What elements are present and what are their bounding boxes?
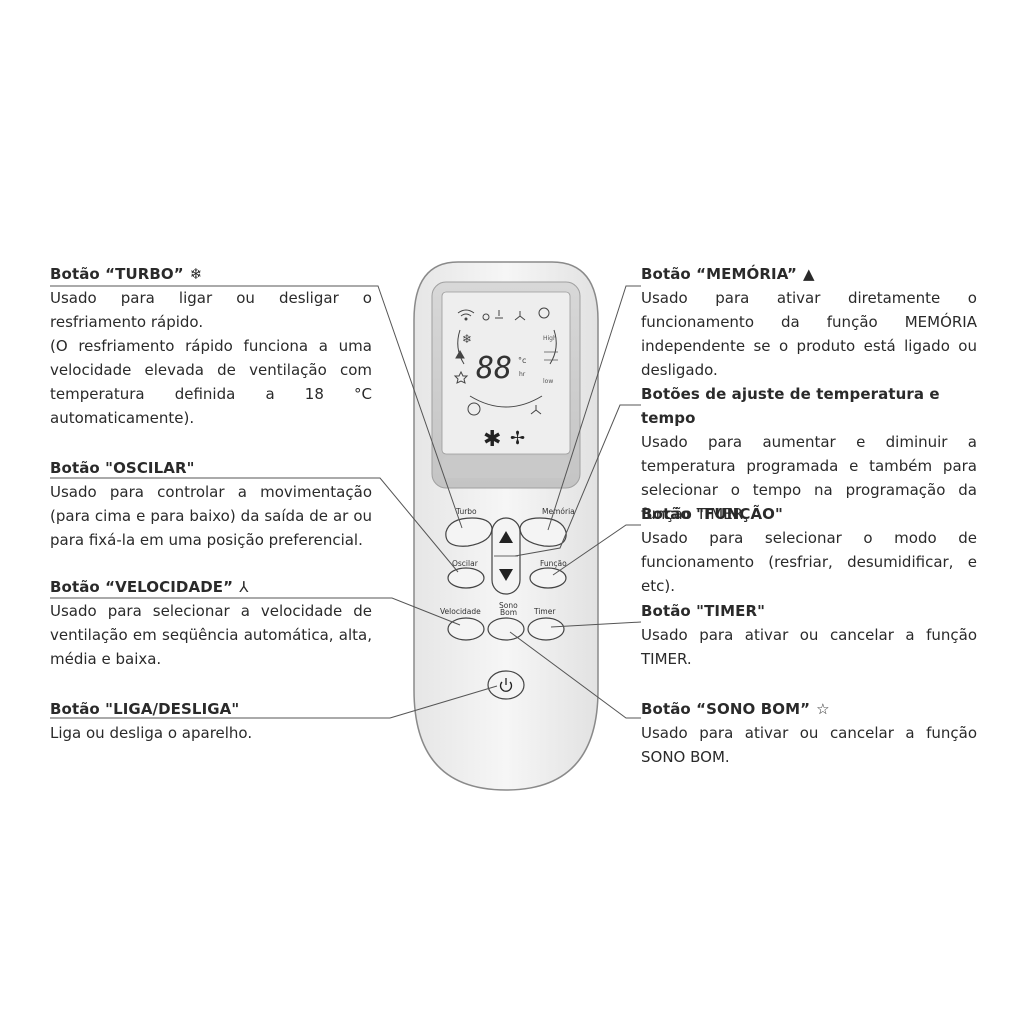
callout-memoria: Botão “MEMÓRIA”▲ Usado para ativar diret… xyxy=(641,262,977,382)
callout-ajuste-title: Botões de ajuste de temperatura e tempo xyxy=(641,385,940,427)
lcd-asterisk-icon: ✱ xyxy=(483,427,501,452)
callout-liga-desliga: Botão "LIGA/DESLIGA" Liga ou desliga o a… xyxy=(50,697,372,745)
fan-icon: ⅄ xyxy=(239,578,249,596)
lcd-high-label: High xyxy=(543,335,557,342)
timer-label: Timer xyxy=(533,607,556,616)
callout-ajuste: Botões de ajuste de temperatura e tempo … xyxy=(641,382,977,526)
leader-memoria xyxy=(547,285,641,531)
lcd-star-icon xyxy=(453,370,469,384)
arrow-down-icon[interactable] xyxy=(499,569,513,581)
lcd-icons xyxy=(453,307,557,416)
callout-oscilar: Botão "OSCILAR" Usado para controlar a m… xyxy=(50,456,372,552)
callout-turbo-title: Botão “TURBO”❄ xyxy=(50,265,203,283)
leader-timer xyxy=(550,621,642,628)
leader-oscilar xyxy=(50,477,459,573)
leader-velocidade xyxy=(50,597,461,626)
lcd-screen xyxy=(441,291,571,455)
lcd-celsius: °c xyxy=(518,356,526,365)
power-icon xyxy=(499,678,513,692)
auto-icon xyxy=(538,307,550,319)
callout-timer: Botão "TIMER" Usado para ativar ou cance… xyxy=(641,599,977,671)
oscilar-label: Oscilar xyxy=(452,559,479,568)
callout-funcao-title: Botão "FUNÇÃO" xyxy=(641,505,783,523)
callout-timer-title: Botão "TIMER" xyxy=(641,602,766,620)
snowflake-icon: ❄ xyxy=(189,265,203,283)
turbo-label: Turbo xyxy=(455,507,477,516)
funcao-button[interactable] xyxy=(529,567,567,589)
leader-ajuste xyxy=(514,404,641,557)
lcd-hours: hr xyxy=(519,371,526,378)
callout-timer-body: Usado para ativar ou cancelar a função T… xyxy=(641,626,977,668)
callout-oscilar-body: Usado para controlar a movimentação (par… xyxy=(50,483,372,549)
leader-sono xyxy=(509,631,641,719)
callout-velocidade-body: Usado para selecionar a velocidade de ve… xyxy=(50,602,372,668)
star-icon: ☆ xyxy=(816,700,830,718)
wifi-icon xyxy=(457,309,475,317)
callout-sono-body: Usado para ativar ou cancelar a função S… xyxy=(641,724,977,766)
callout-liga-body: Liga ou desliga o aparelho. xyxy=(50,724,253,742)
velocidade-label: Velocidade xyxy=(440,607,481,616)
callout-liga-title: Botão "LIGA/DESLIGA" xyxy=(50,700,240,718)
sono-label-2: Bom xyxy=(500,608,517,617)
timer-button[interactable] xyxy=(527,617,565,641)
dry-icon xyxy=(495,310,503,319)
callout-velocidade-title: Botão “VELOCIDADE”⅄ xyxy=(50,578,249,596)
lcd-dial-icon: ✢ xyxy=(510,428,525,449)
lcd-low-label: low xyxy=(543,378,553,385)
warning-icon: ▲ xyxy=(803,265,815,283)
lcd-warning-icon xyxy=(455,349,465,359)
lcd-level-bars xyxy=(544,351,558,361)
leader-lines xyxy=(50,285,642,719)
callout-ajuste-body: Usado para aumentar e diminuir a tempera… xyxy=(641,433,977,523)
memoria-button[interactable] xyxy=(519,517,567,547)
oscilar-button[interactable] xyxy=(447,567,485,589)
callout-oscilar-title: Botão "OSCILAR" xyxy=(50,459,195,477)
heat-icon xyxy=(482,313,490,321)
callout-turbo-body: Usado para ligar ou desligar o resfriame… xyxy=(50,289,372,427)
callout-velocidade: Botão “VELOCIDADE”⅄ Usado para seleciona… xyxy=(50,575,372,671)
lcd-snowflake-icon: ❄ xyxy=(462,332,472,346)
velocidade-button[interactable] xyxy=(447,617,485,641)
leader-turbo xyxy=(50,285,463,529)
fan-small-icon xyxy=(530,405,542,415)
sono-label-1: Sono xyxy=(499,601,518,610)
wifi-dot xyxy=(464,317,468,321)
callout-funcao-body: Usado para selecionar o modo de funciona… xyxy=(641,529,977,595)
callout-funcao: Botão "FUNÇÃO" Usado para selecionar o m… xyxy=(641,502,977,598)
callout-turbo: Botão “TURBO”❄ Usado para ligar ou desli… xyxy=(50,262,372,430)
arrow-up-icon[interactable] xyxy=(499,531,513,543)
memoria-label: Memória xyxy=(542,507,575,516)
leader-funcao xyxy=(552,524,641,576)
sono-bom-button[interactable] xyxy=(487,617,525,641)
lcd-shadow xyxy=(442,456,570,478)
funcao-label: Função xyxy=(540,559,567,568)
callout-memoria-body: Usado para ativar diretamente o funciona… xyxy=(641,289,977,379)
fan-circle-icon xyxy=(467,402,481,416)
callout-memoria-title: Botão “MEMÓRIA”▲ xyxy=(641,265,815,283)
callout-sono-title: Botão “SONO BOM”☆ xyxy=(641,700,830,718)
leader-liga-angle xyxy=(389,685,498,719)
fan-mode-icon xyxy=(514,311,526,321)
lcd-digits: 88 xyxy=(476,351,512,386)
callout-sono-bom: Botão “SONO BOM”☆ Usado para ativar ou c… xyxy=(641,697,977,769)
